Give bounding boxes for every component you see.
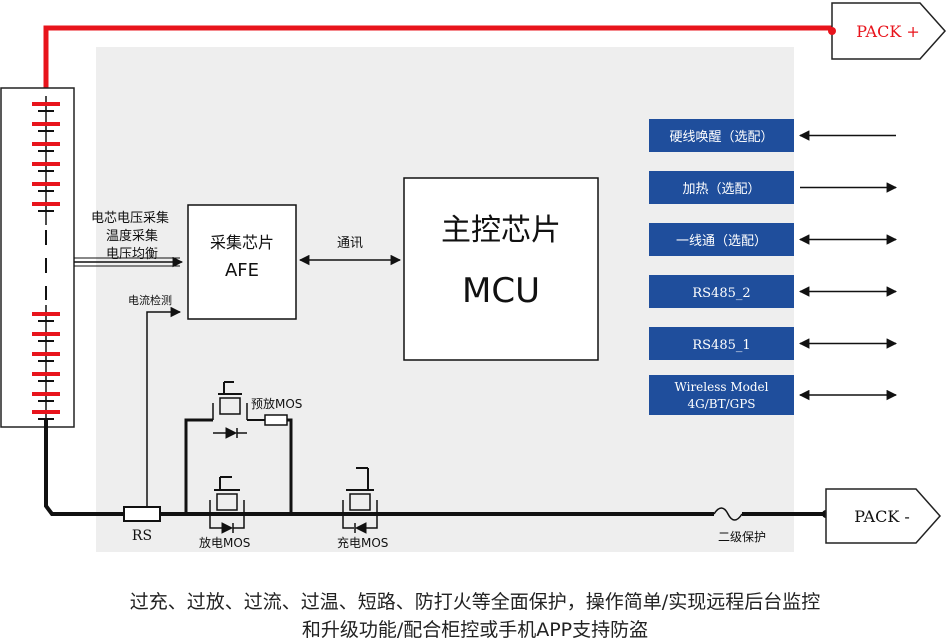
- current-detect-line: [146, 306, 182, 507]
- comm-label: 通讯: [337, 236, 363, 251]
- secondary-protection-fuse: 二级保护: [713, 507, 766, 544]
- negative-bus: [44, 420, 826, 516]
- module-sublabel-wireless: 4G/BT/GPS: [687, 397, 755, 411]
- sense-label-2: 温度采集: [106, 228, 158, 244]
- caption-line-1: 过充、过放、过流、过温、短路、防打火等全面保护，操作简单/实现远程后台监控: [129, 591, 821, 613]
- afe-subtitle: AFE: [225, 260, 259, 281]
- module-rs485-1: [649, 327, 794, 360]
- afe-chip: 采集芯片 AFE: [187, 204, 297, 320]
- sense-label-1: 电芯电压采集: [91, 210, 169, 226]
- battery-cells: [32, 102, 60, 420]
- module-label-heating: 加热（选配）: [682, 182, 760, 197]
- module-one-wire: [649, 223, 794, 256]
- sense-label-3: 电压均衡: [106, 247, 158, 262]
- module-label-one-wire: 一线通（选配）: [676, 234, 767, 249]
- peripheral-modules: 硬线唤醒（选配） 加热（选配） 一线通（选配） RS485_2RS485_1Wirel…: [649, 119, 898, 415]
- module-label-rs485-2: RS485_2: [692, 286, 750, 301]
- secondary-protection-label: 二级保护: [718, 530, 766, 544]
- pack-positive-terminal: PACK +: [828, 2, 947, 60]
- shunt-label: RS: [132, 528, 152, 544]
- module-hardwire-wakeup: [649, 119, 794, 152]
- positive-wire: [43, 25, 832, 100]
- afe-title: 采集芯片: [210, 233, 274, 252]
- pack-negative-terminal: PACK -: [825, 488, 942, 544]
- mos-network: [184, 381, 378, 534]
- module-wireless: [649, 375, 794, 415]
- current-detect-label: 电流检测: [128, 293, 172, 307]
- mcu-title: 主控芯片: [441, 213, 561, 248]
- module-label-wireless: Wireless Model: [674, 380, 768, 394]
- shunt-resistor: RS: [123, 506, 161, 544]
- mcu-subtitle: MCU: [462, 271, 540, 311]
- module-rs485-2: [649, 275, 794, 308]
- pack-positive-label: PACK +: [856, 22, 920, 41]
- precharge-mos-label: 预放MOS: [251, 396, 302, 411]
- pack-negative-label: PACK -: [854, 507, 910, 526]
- module-label-hardwire-wakeup: 硬线唤醒（选配）: [669, 130, 773, 145]
- module-heating: [649, 171, 794, 204]
- charge-mos-label: 充电MOS: [337, 535, 388, 550]
- battery-pack: [0, 87, 75, 428]
- discharge-mos-label: 放电MOS: [199, 535, 250, 550]
- mcu-chip: 主控芯片 MCU: [403, 177, 599, 361]
- caption-line-2: 和升级功能/配合柜控或手机APP支持防盗: [301, 619, 649, 641]
- module-label-rs485-1: RS485_1: [692, 338, 750, 353]
